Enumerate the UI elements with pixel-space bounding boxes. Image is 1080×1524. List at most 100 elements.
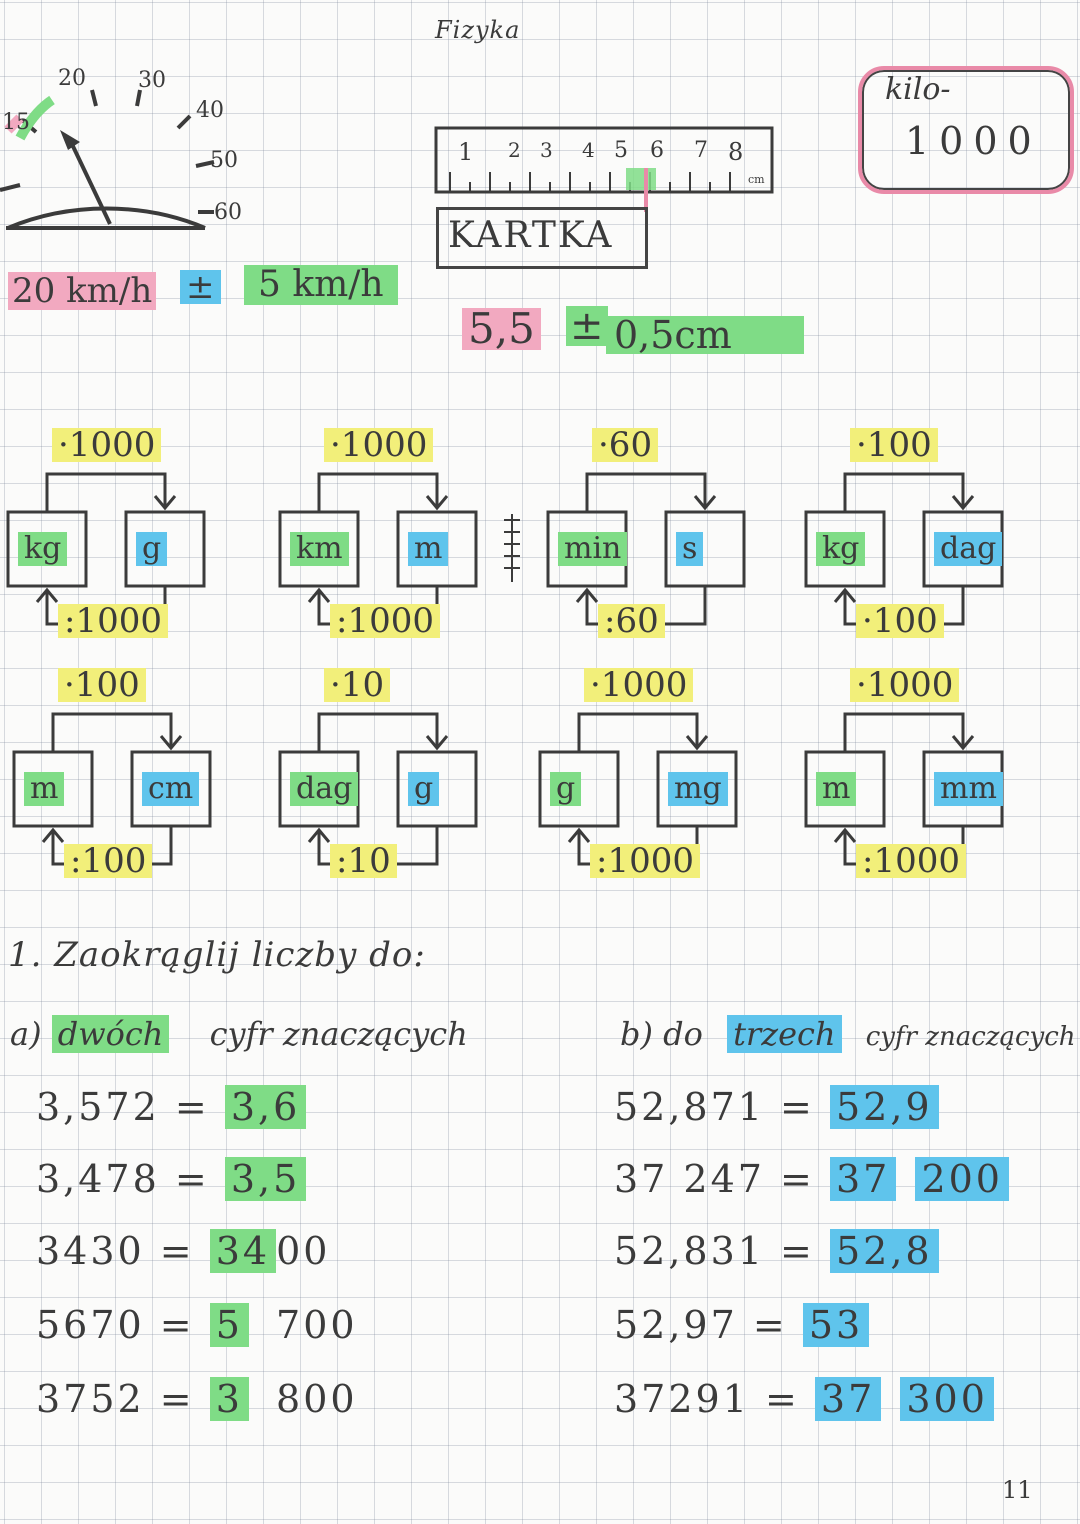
rounding-lhs: 52,831 = [614,1229,815,1273]
rounding-lhs: 52,97 = [614,1303,788,1347]
rounding-row-b: 52,831 = 52,8 [614,1229,939,1273]
ruler-number: 7 [694,138,708,163]
rounding-row-a: 3,478 = 3,5 [36,1157,307,1201]
multiply-arrow [317,712,439,752]
arrow-head-icon [425,495,449,511]
speed-reading: 20 km/h [8,272,157,310]
kilo-box [858,66,1074,194]
ruler-number: 3 [540,138,553,162]
rounding-lhs: 5670 = [36,1303,195,1347]
part-a-heading: a) dwóch cyfr znaczących [10,1015,468,1053]
unit-from-label: g [550,772,582,806]
divide-factor: :1000 [330,604,440,638]
rounding-result-significant: 37 [829,1157,897,1201]
arrow-head-icon [693,495,717,511]
multiply-arrow [51,712,173,752]
rounding-row-a: 3,572 = 3,6 [36,1085,307,1129]
rounding-result-zeros: 00 [276,1229,331,1273]
arrow-head-icon [833,827,857,843]
arrow-head-icon [685,735,709,751]
arrow-head-icon [951,735,975,751]
unit-to-label: cm [142,772,200,806]
unit-to-label: mg [668,772,728,806]
unit-from-label: m [816,772,857,806]
rounding-lhs: 37291 = [614,1377,800,1421]
ruler-range-highlight [626,168,656,190]
rounding-result: 52,9 [829,1085,939,1129]
speed-tick-label: 15 [2,110,30,135]
multiply-factor: ·60 [592,428,659,462]
rounding-lhs: 52,871 = [614,1085,815,1129]
rounding-lhs: 3430 = [36,1229,195,1273]
unit-from-label: km [290,532,349,566]
rounding-lhs: 3,572 = [36,1085,210,1129]
unit-from-label: dag [290,772,359,806]
rounding-row-a: 5670 = 5 700 [36,1303,358,1347]
arrow-head-icon [951,495,975,511]
ruler-number: 5 [614,138,628,163]
exercise-title: 1. Zaokrąglij liczby do: [8,935,426,975]
part-b-suffix: cyfr znaczących [865,1022,1076,1052]
speed-tick-label: 30 [138,68,166,93]
rounding-result: 3,6 [224,1085,307,1129]
unit-to-label: s [676,532,704,566]
rounding-result-significant: 34 [209,1229,277,1273]
part-b-highlight: trzech [727,1015,842,1053]
unit-to-label: dag [934,532,1003,566]
kilo-value: 1000 [905,119,1042,163]
divide-factor: :10 [330,844,397,878]
part-a-suffix: cyfr znaczących [209,1015,468,1053]
divide-factor: :1000 [856,844,966,878]
measurement-uncertainty: 0,5cm [606,316,804,354]
ruler-number: 4 [582,138,595,162]
divide-factor: :1000 [590,844,700,878]
part-a-highlight: dwóch [51,1015,170,1053]
multiply-factor: ·100 [850,428,938,462]
rounding-row-b: 52,871 = 52,9 [614,1085,939,1129]
rounding-result: 53 [802,1303,870,1347]
multiply-arrow [317,472,439,512]
unit-from-label: min [558,532,628,566]
multiply-factor: ·1000 [584,668,694,702]
rounding-result-zeros: 700 [276,1303,358,1347]
arrow-head-icon [575,587,599,603]
rounding-result: 3,5 [224,1157,307,1201]
rounding-lhs: 37 247 = [614,1157,815,1201]
multiply-factor: ·10 [324,668,391,702]
multiply-factor: ·1000 [52,428,162,462]
multiply-arrow [843,712,965,752]
part-b-prefix: b) do [620,1015,703,1053]
rounding-lhs: 3752 = [36,1377,195,1421]
multiply-arrow [577,712,699,752]
speedometer-needle [68,139,112,225]
arrow-head-icon [159,735,183,751]
unit-to-label: g [136,532,168,566]
part-b-heading: b) do trzech cyfr znaczących [620,1015,1076,1053]
unit-to-label: mm [934,772,1003,806]
multiply-factor: ·100 [58,668,146,702]
arrow-head-icon [153,495,177,511]
rounding-result-zeros: 300 [900,1377,994,1421]
arrow-head-icon [567,827,591,843]
divide-factor: :60 [598,604,665,638]
speed-tick-label: 20 [58,66,86,91]
rounding-result-zeros: 200 [915,1157,1009,1201]
ruler-number: 6 [650,138,664,163]
rounding-result: 52,8 [829,1229,939,1273]
arrow-head-icon [307,587,331,603]
measurement-value: 5,5 [462,308,541,350]
divide-factor: ·100 [856,604,944,638]
rounding-result-significant: 5 [209,1303,249,1347]
rounding-result-significant: 3 [209,1377,249,1421]
unit-from-label: kg [816,532,866,566]
multiply-arrow [843,472,965,512]
sheet-box [436,207,648,269]
part-a-prefix: a) [10,1015,42,1053]
arrow-head-icon [425,735,449,751]
speed-range-highlight [15,95,55,141]
sheet-label: KARTKA [448,215,614,256]
page-number: 11 [1002,1476,1033,1504]
